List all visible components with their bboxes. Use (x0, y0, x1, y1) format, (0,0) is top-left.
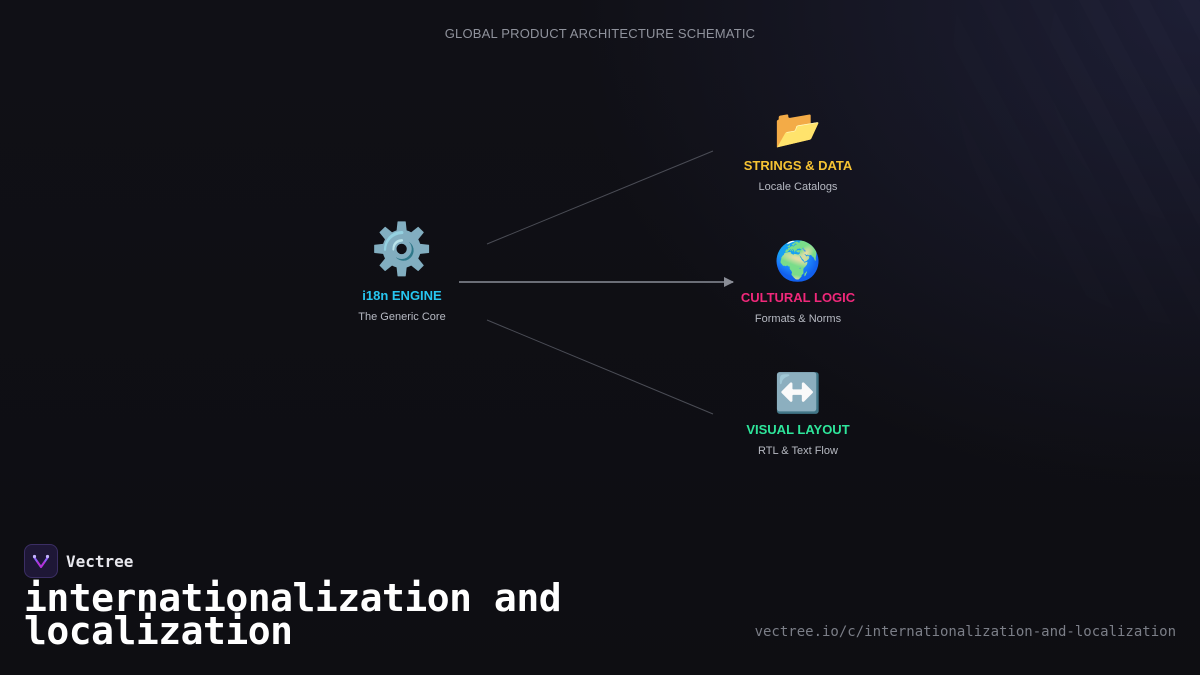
gear-icon: ⚙️ (370, 220, 434, 278)
open-folder-icon: 📂 (774, 107, 822, 151)
engine-subtitle: The Generic Core (358, 311, 446, 323)
page-url[interactable]: vectree.io/c/internationalization-and-lo… (754, 624, 1176, 640)
left-right-arrow-icon: ↔️ (774, 371, 822, 415)
cultural-node: 🌍 CULTURAL LOGIC Formats & Norms (698, 238, 898, 325)
brand[interactable]: Vectree (24, 544, 133, 578)
schematic-title: GLOBAL PRODUCT ARCHITECTURE SCHEMATIC (444, 26, 756, 41)
globe-icon: 🌍 (774, 239, 822, 283)
visual-node: ↔️ VISUAL LAYOUT RTL & Text Flow (698, 370, 898, 457)
connector-engine-visual (486, 319, 714, 415)
vectree-logo-icon (24, 544, 58, 578)
brand-name: Vectree (66, 551, 134, 571)
engine-node: ⚙️ i18n ENGINE The Generic Core (302, 222, 502, 323)
engine-title: i18n ENGINE (362, 288, 442, 303)
visual-title: VISUAL LAYOUT (746, 422, 850, 437)
strings-node: 📂 STRINGS & DATA Locale Catalogs (698, 106, 898, 193)
background-rays (700, 0, 1200, 600)
page-title: internationalization and localization (24, 576, 562, 653)
visual-subtitle: RTL & Text Flow (758, 445, 838, 457)
cultural-title: CULTURAL LOGIC (740, 290, 856, 305)
strings-subtitle: Locale Catalogs (758, 181, 838, 193)
cultural-subtitle: Formats & Norms (754, 313, 842, 325)
strings-title: STRINGS & DATA (743, 158, 853, 173)
connector-engine-strings (486, 150, 714, 245)
